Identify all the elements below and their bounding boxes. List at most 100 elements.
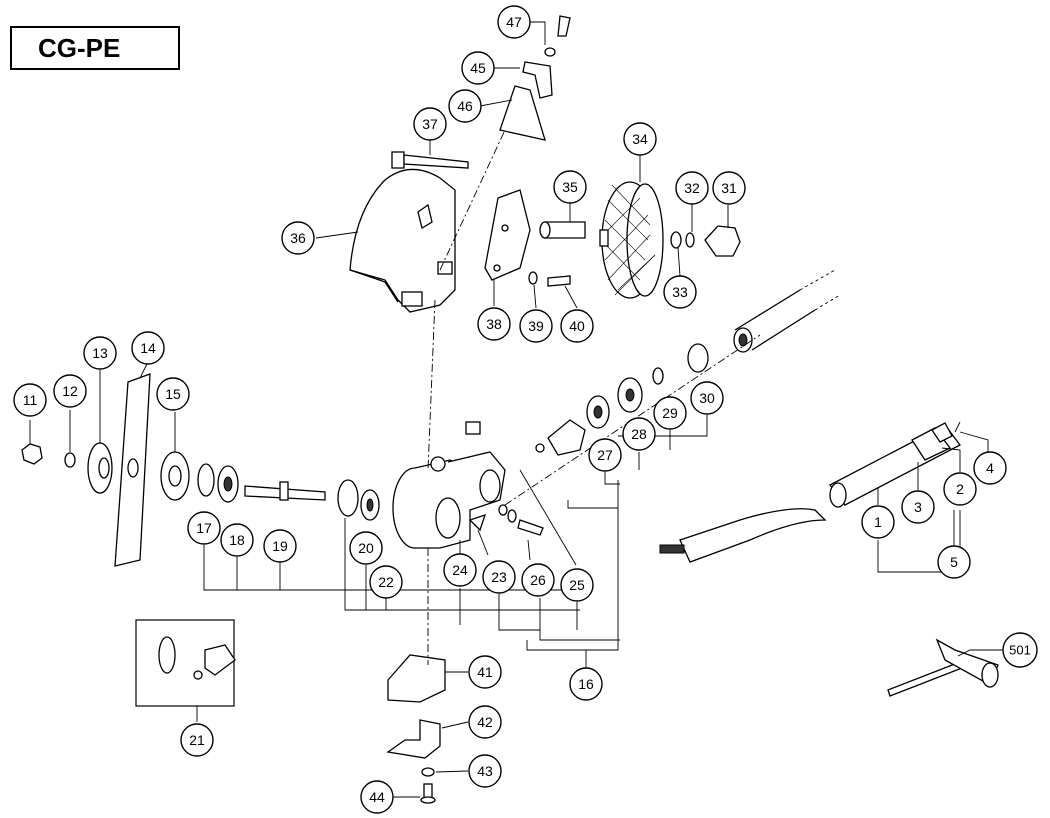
pin-35: [539, 221, 586, 239]
callout-37: 37: [413, 107, 447, 141]
svg-text:20: 20: [358, 540, 374, 556]
callout-46: 46: [448, 89, 482, 123]
washer-43: [421, 767, 435, 777]
callout-25: 25: [560, 568, 594, 602]
callout-34: 34: [623, 122, 657, 156]
svg-text:21: 21: [189, 732, 205, 748]
callout-11: 11: [13, 383, 47, 417]
snap-ring-29: [652, 367, 664, 385]
callout-5: 5: [937, 545, 971, 579]
diagram-title: CG-PE: [10, 26, 180, 70]
diagram-title-text: CG-PE: [38, 32, 121, 63]
blade-guard-cover: [349, 168, 456, 313]
blade-14: [114, 373, 151, 567]
svg-text:17: 17: [196, 520, 212, 536]
svg-text:22: 22: [378, 574, 394, 590]
callout-40: 40: [560, 309, 594, 343]
bolt-40: [547, 275, 571, 287]
svg-text:37: 37: [422, 116, 438, 132]
callout-21: 21: [180, 723, 214, 757]
ring-30: [687, 343, 709, 373]
svg-text:1: 1: [874, 514, 882, 530]
svg-text:44: 44: [369, 789, 385, 805]
wheel-34: [599, 181, 664, 299]
knob-31: [704, 225, 741, 257]
callout-18: 18: [220, 523, 254, 557]
bearing-18: [217, 465, 239, 503]
center-line-upper: [439, 129, 506, 271]
svg-text:5: 5: [950, 554, 958, 570]
svg-text:27: 27: [597, 447, 613, 463]
handle-assembly: [829, 421, 961, 508]
callout-38: 38: [477, 307, 511, 341]
svg-text:43: 43: [477, 763, 493, 779]
center-line-vertical: [427, 299, 436, 471]
pinion-gear-27: [535, 419, 586, 456]
callout-44: 44: [360, 780, 394, 814]
callout-26: 26: [521, 563, 555, 597]
socket-wrench: [887, 638, 999, 697]
callout-12: 12: [53, 374, 87, 408]
svg-text:30: 30: [699, 390, 715, 406]
callout-17: 17: [187, 511, 221, 545]
washer-12: [64, 452, 76, 468]
drive-shaft-tube: [733, 269, 841, 353]
svg-text:33: 33: [672, 284, 688, 300]
svg-text:31: 31: [721, 180, 737, 196]
callout-35: 35: [553, 170, 587, 204]
svg-text:4: 4: [986, 460, 994, 476]
svg-text:25: 25: [569, 577, 585, 593]
washer-32: [685, 232, 695, 248]
leader-lines: [29, 21, 1003, 798]
svg-text:12: 12: [62, 383, 78, 399]
svg-text:16: 16: [578, 676, 594, 692]
svg-text:35: 35: [562, 179, 578, 195]
svg-text:46: 46: [457, 98, 473, 114]
bearing-28: [586, 377, 643, 429]
svg-text:28: 28: [631, 426, 647, 442]
svg-text:23: 23: [491, 569, 507, 585]
callout-43: 43: [468, 754, 502, 788]
curved-shaft: [659, 508, 827, 563]
bearing-22: [360, 489, 380, 521]
callout-29: 29: [653, 396, 687, 430]
callout-45: 45: [461, 51, 495, 85]
ring-17: [197, 463, 215, 497]
nut-11: [21, 443, 43, 465]
clamp-41: [387, 654, 446, 703]
callout-2: 2: [943, 472, 977, 506]
callout-30: 30: [690, 381, 724, 415]
svg-text:39: 39: [528, 318, 544, 334]
bolt-44: [420, 783, 436, 804]
bracket-45: [522, 61, 553, 99]
callout-1: 1: [861, 505, 895, 539]
callout-4: 4: [973, 451, 1007, 485]
callout-501: 501: [1002, 632, 1038, 668]
callout-15: 15: [156, 377, 190, 411]
svg-text:14: 14: [140, 340, 156, 356]
svg-text:13: 13: [92, 345, 108, 361]
callout-19: 19: [263, 529, 297, 563]
callout-20: 20: [349, 531, 383, 565]
callout-32: 32: [675, 171, 709, 205]
callout-3: 3: [901, 490, 935, 524]
callout-47: 47: [497, 5, 531, 39]
callout-41: 41: [468, 655, 502, 689]
callout-42: 42: [468, 705, 502, 739]
callout-39: 39: [519, 309, 553, 343]
bracket-plate: [484, 189, 531, 281]
callout-23: 23: [482, 560, 516, 594]
gear-case: [392, 421, 506, 549]
svg-text:29: 29: [662, 405, 678, 421]
bolt-26: [498, 504, 544, 536]
callout-36: 36: [281, 221, 315, 255]
clamp-42: [386, 719, 441, 759]
svg-text:47: 47: [506, 14, 522, 30]
callout-14: 14: [131, 331, 165, 365]
svg-text:40: 40: [569, 318, 585, 334]
svg-text:32: 32: [684, 180, 700, 196]
clip-23: [468, 513, 487, 532]
svg-text:15: 15: [165, 386, 181, 402]
callout-22: 22: [369, 565, 403, 599]
